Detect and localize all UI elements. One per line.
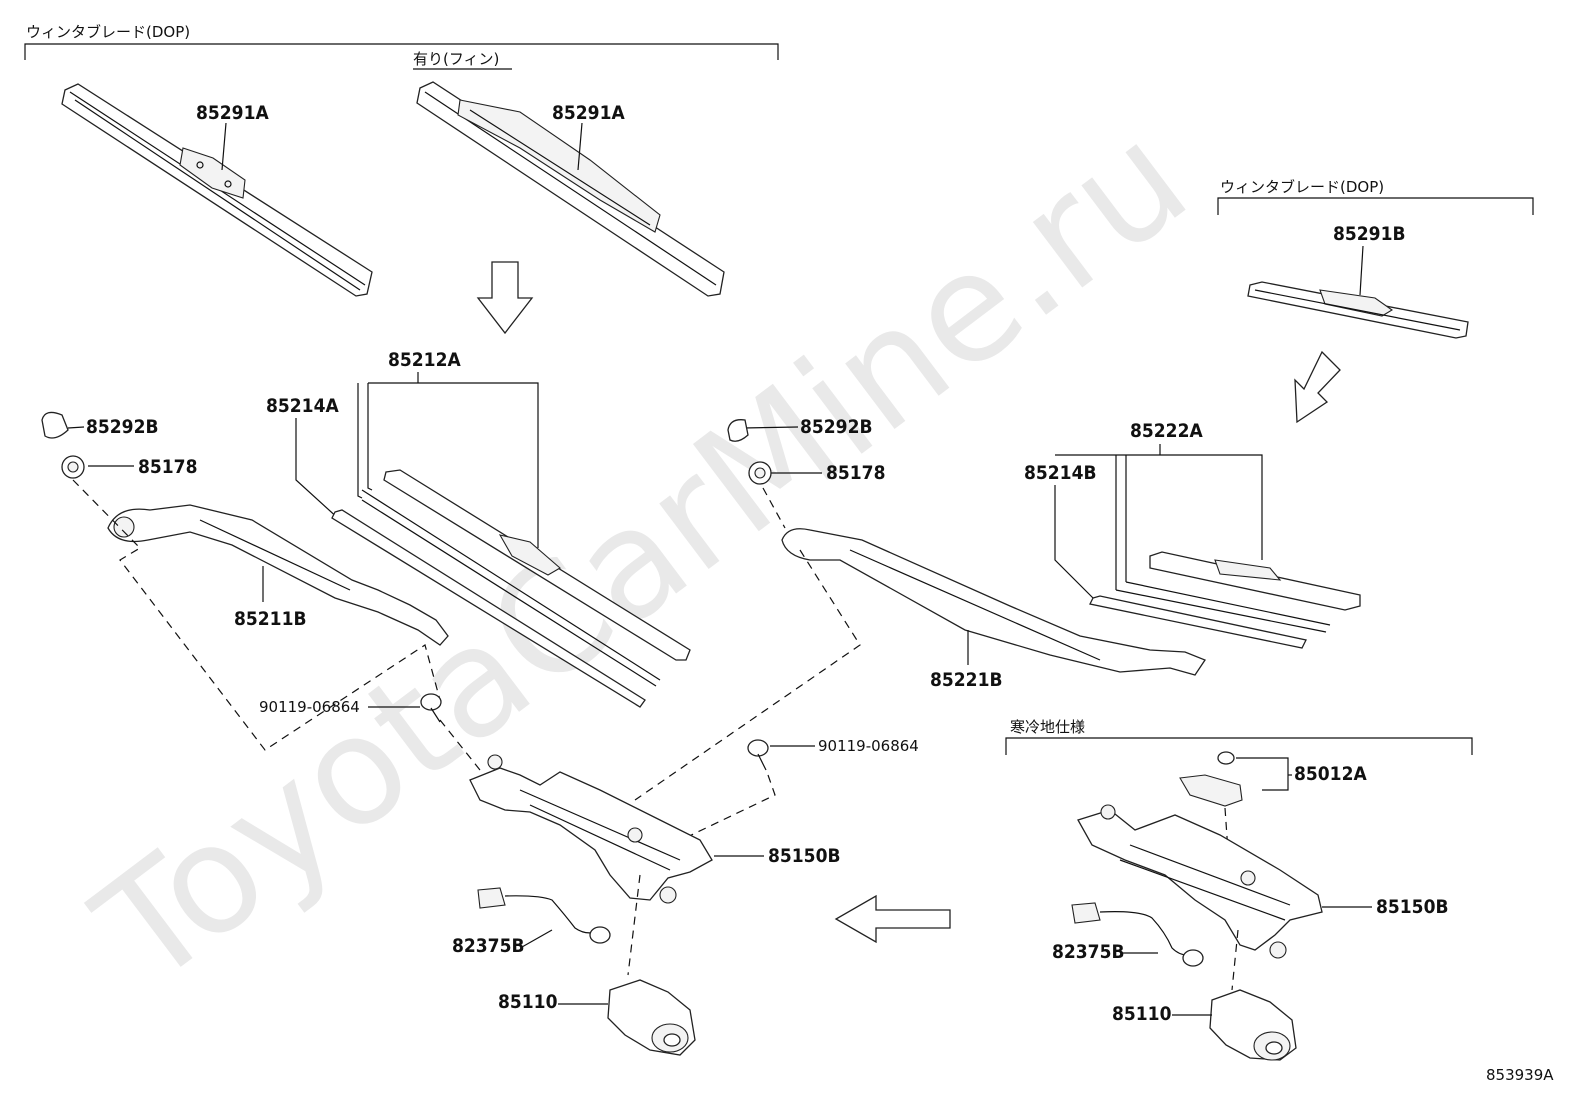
part-85292B-right: 85292B: [800, 416, 873, 438]
part-85110-left: 85110: [498, 991, 558, 1013]
bracket-wiper-blade-dop-left: ウィンタブレード(DOP) 有り(フィン): [24, 23, 779, 70]
bolt-90119-left[interactable]: [420, 693, 442, 723]
part-85211B: 85211B: [234, 608, 307, 630]
label-with-fin: 有り(フィン): [413, 50, 499, 68]
part-90119-06864-left: 90119-06864: [259, 698, 360, 716]
wiper-blade-85222A[interactable]: [1115, 551, 1361, 633]
bracket-cold-spec: 寒冷地仕様: [1005, 718, 1473, 755]
part-85178-right: 85178: [826, 462, 885, 484]
heater-85012A[interactable]: [1179, 751, 1243, 807]
part-85291B: 85291B: [1333, 223, 1406, 245]
bolt-90119-right[interactable]: [747, 739, 769, 771]
nut-85178-left[interactable]: [61, 455, 85, 479]
wiper-motor-85110-right[interactable]: [1209, 989, 1297, 1061]
cap-85292B-left[interactable]: [41, 411, 69, 439]
label-cold-spec: 寒冷地仕様: [1010, 718, 1085, 736]
bracket-wiper-blade-dop-right: ウィンタブレード(DOP): [1217, 178, 1534, 215]
part-85212A: 85212A: [388, 349, 461, 371]
part-90119-06864-right: 90119-06864: [818, 737, 919, 755]
wiper-refill-85214A[interactable]: [331, 509, 646, 708]
wiper-blade-85212A[interactable]: [361, 469, 691, 687]
wiring-82375B-right[interactable]: [1071, 902, 1204, 967]
wiper-motor-85110-left[interactable]: [607, 979, 696, 1056]
wiper-linkage-85150B-left[interactable]: [469, 754, 713, 904]
arrow-down-icon: [476, 261, 534, 335]
wiring-82375B-left[interactable]: [477, 887, 611, 944]
part-85291A-1: 85291A: [196, 102, 269, 124]
wiper-refill-85214B[interactable]: [1089, 595, 1307, 649]
wiper-linkage-85150B-right[interactable]: [1077, 804, 1323, 959]
part-85221B: 85221B: [930, 669, 1003, 691]
part-85150B-right: 85150B: [1376, 896, 1449, 918]
part-85178-left: 85178: [138, 456, 197, 478]
wiper-arm-85211B[interactable]: [107, 504, 449, 646]
part-85291A-2: 85291A: [552, 102, 625, 124]
part-85222A: 85222A: [1130, 420, 1203, 442]
nut-85178-right[interactable]: [748, 461, 772, 485]
wiper-blade-85291B[interactable]: [1247, 281, 1469, 339]
wiper-arm-85221B[interactable]: [781, 528, 1206, 676]
diagram-ref: 853939A: [1486, 1066, 1554, 1084]
part-85110-right: 85110: [1112, 1003, 1172, 1025]
arrow-left-icon: [834, 894, 951, 944]
wiper-blade-85291A-2[interactable]: [416, 81, 725, 297]
part-85214A: 85214A: [266, 395, 339, 417]
arrow-down-left-icon: [1294, 350, 1341, 424]
wiper-blade-85291A-1[interactable]: [61, 83, 373, 297]
part-85292B-left: 85292B: [86, 416, 159, 438]
part-85012A: 85012A: [1294, 763, 1367, 785]
label-wiper-blade-dop-right: ウィンタブレード(DOP): [1220, 178, 1384, 196]
part-82375B-left: 82375B: [452, 935, 525, 957]
cap-85292B-right[interactable]: [727, 419, 749, 442]
part-85214B: 85214B: [1024, 462, 1097, 484]
part-82375B-right: 82375B: [1052, 941, 1125, 963]
part-85150B-left: 85150B: [768, 845, 841, 867]
label-wiper-blade-dop-left: ウィンタブレード(DOP): [26, 23, 190, 41]
